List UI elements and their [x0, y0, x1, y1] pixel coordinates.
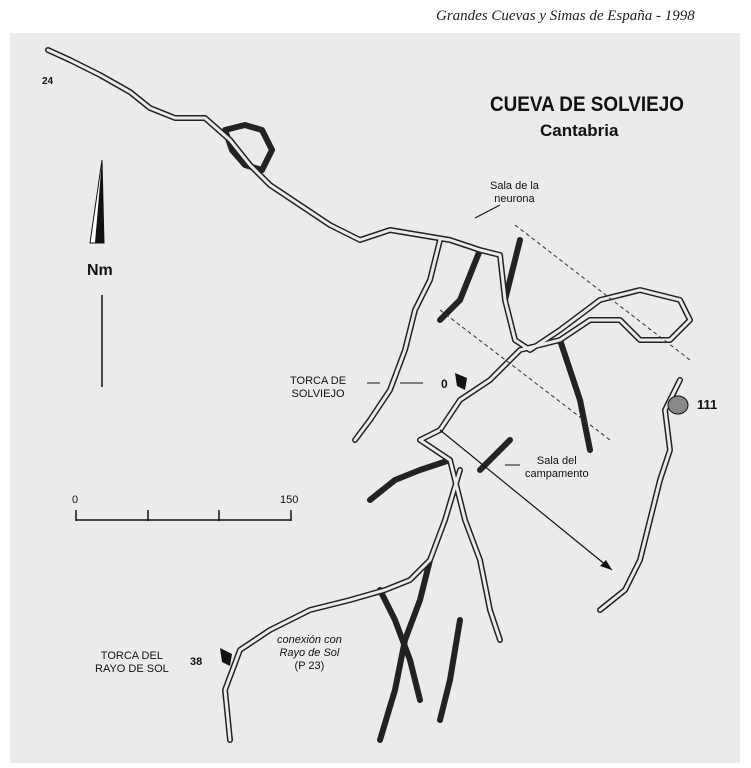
depth-0: 0	[441, 377, 448, 391]
north-arrow-icon	[89, 159, 105, 387]
leader-lines	[367, 204, 520, 466]
lake-icon	[667, 395, 689, 415]
map-title: CUEVA DE SOLVIEJO	[490, 93, 684, 116]
depth-24: 24	[42, 76, 54, 87]
scale-start: 0	[72, 494, 79, 506]
direction-line	[439, 429, 613, 571]
entrance-marker-icon	[455, 373, 467, 390]
entrance-marker-icon	[220, 648, 232, 666]
cave-passages	[45, 47, 693, 743]
scale-bar	[75, 510, 292, 521]
section-lines	[439, 224, 691, 441]
source-caption: Grandes Cuevas y Simas de España - 1998	[436, 8, 695, 24]
scale-end: 150	[280, 494, 299, 506]
map-panel	[10, 33, 740, 763]
depth-111: 111	[697, 397, 718, 412]
north-label: Nm	[87, 262, 113, 279]
map-subtitle: Cantabria	[540, 121, 619, 140]
depth-38: 38	[190, 656, 203, 668]
